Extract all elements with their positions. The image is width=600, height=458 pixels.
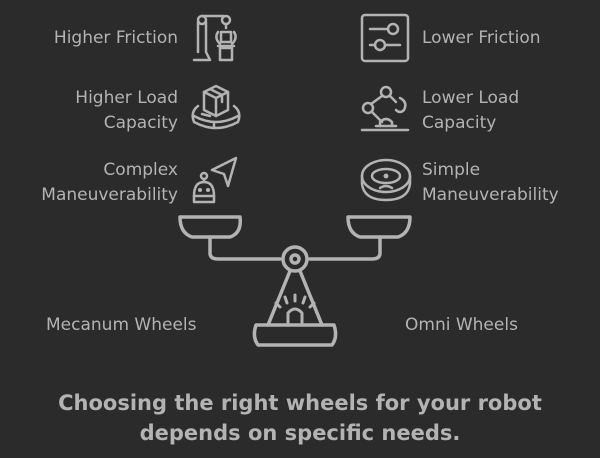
omni-wheels-label: Omni Wheels [405,315,518,335]
sliders-icon [360,13,410,63]
balance-scale-icon [170,205,430,361]
robotic-arm-icon [360,84,410,134]
mecanum-wheels-label: Mecanum Wheels [46,315,197,335]
caption: Choosing the right wheels for your robot… [0,388,600,448]
robot-arm-assembly-icon [190,12,242,64]
caption-line2: depends on specific needs. [139,421,461,445]
higher-friction-text: Higher Friction [53,28,178,48]
lower-friction-label: Lower Friction [422,26,541,51]
robot-navigation-icon [190,156,242,206]
omni-wheels-text: Omni Wheels [405,315,518,335]
lower-load-line1: Lower Load [422,88,520,108]
simple-line2: Maneuverability [422,185,559,205]
simple-line1: Simple [422,160,481,180]
lower-friction-text: Lower Friction [422,28,541,48]
mecanum-wheels-text: Mecanum Wheels [46,315,197,335]
complex-line2: Maneuverability [41,185,178,205]
higher-load-line2: Capacity [103,113,178,133]
higher-friction-label: Higher Friction [54,26,178,51]
lower-load-line2: Capacity [422,113,497,133]
complex-maneuverability-label: Complex Maneuverability [41,158,178,208]
box-on-platform-icon [190,84,242,134]
caption-line1: Choosing the right wheels for your robot [58,391,542,415]
higher-load-line1: Higher Load [75,88,178,108]
complex-line1: Complex [103,160,178,180]
lower-load-capacity-label: Lower Load Capacity [422,86,519,136]
robot-vacuum-icon [360,158,412,204]
higher-load-capacity-label: Higher Load Capacity [75,86,178,136]
simple-maneuverability-label: Simple Maneuverability [422,158,559,208]
